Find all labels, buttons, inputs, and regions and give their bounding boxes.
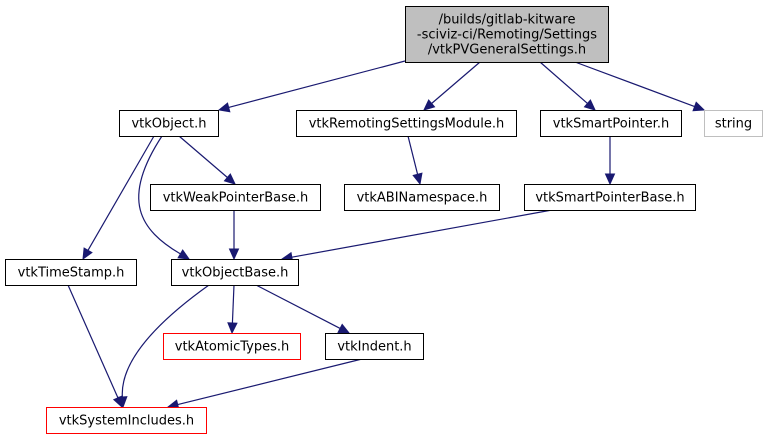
node-vtkSmartPointer[interactable]: vtkSmartPointer.h [540,110,682,137]
arrowhead [412,172,423,186]
arrowhead [177,249,191,260]
node-vtkWeakPointerBase[interactable]: vtkWeakPointerBase.h [150,184,321,211]
edge-line [407,135,419,175]
node-label: vtkTimeStamp.h [18,266,125,281]
node-string[interactable]: string [704,110,763,137]
edge-vtkObjectBase-to-vtkIndent [255,284,351,334]
node-vtkRemotingSettingsModule[interactable]: vtkRemotingSettingsModule.h [296,110,517,137]
arrowhead [604,173,616,186]
node-label: vtkRemotingSettingsModule.h [309,117,505,132]
node-box [540,110,682,137]
arrowhead [217,102,231,113]
node-vtkABINamespace[interactable]: vtkABINamespace.h [344,184,500,211]
edge-line [291,209,553,258]
edge-root-to-vtkObject [217,60,406,113]
node-box [171,259,299,286]
arrowhead [692,101,706,112]
node-box [344,184,500,211]
edge-root-to-vtkRemotingSettingsModule [423,61,481,111]
arrowhead [423,99,436,111]
node-box [46,407,207,434]
node-label: vtkIndent.h [337,340,411,355]
node-vtkSystemIncludes[interactable]: vtkSystemIncludes.h [46,407,207,434]
edge-line [228,60,406,109]
edge-line [539,61,588,104]
graph-nodes: /builds/gitlab-kitware-sciviz-ci/Remotin… [5,6,763,434]
node-vtkAtomicTypes[interactable]: vtkAtomicTypes.h [163,333,301,360]
node-box [524,184,696,211]
node-vtkIndent[interactable]: vtkIndent.h [325,333,424,360]
edge-root-to-string [574,61,706,112]
node-label: vtkAtomicTypes.h [175,340,289,355]
edge-line [177,358,363,406]
edge-line [178,135,228,178]
arrowhead [228,248,240,261]
edge-vtkObject-to-vtkObjectBase [138,135,191,260]
edge-line [255,284,341,329]
edge-vtkSmartPointer-to-vtkSmartPointerBase [604,136,616,186]
arrowhead [227,322,238,335]
arrowhead [337,323,351,334]
node-label: vtkSmartPointerBase.h [535,191,684,206]
arrowhead [583,99,596,111]
edge-line [231,284,235,324]
graph-edges [67,60,706,410]
node-label: vtkWeakPointerBase.h [163,191,309,206]
node-box [325,333,424,360]
edge-line [574,61,695,108]
node-label: -sciviz-ci/Remoting/Settings [417,28,597,43]
edge-vtkIndent-to-vtkSystemIncludes [166,358,363,410]
edge-vtkObject-to-vtkWeakPointerBase [178,135,236,185]
node-box [296,110,517,137]
node-label: vtkObjectBase.h [182,266,289,281]
edge-line [87,135,155,251]
node-box [704,110,763,137]
node-vtkObjectBase[interactable]: vtkObjectBase.h [171,259,299,286]
node-box [405,6,609,63]
edge-vtkObjectBase-to-vtkAtomicTypes [227,284,238,335]
node-vtkSmartPointerBase[interactable]: vtkSmartPointerBase.h [524,184,696,211]
arrowhead [223,173,236,185]
edge-vtkWeakPointerBase-to-vtkObjectBase [228,210,240,261]
node-box [119,110,219,137]
node-label: vtkSmartPointer.h [553,117,669,132]
edge-root-to-vtkSmartPointer [539,61,596,111]
edge-line [431,61,481,104]
edge-vtkTimeStamp-to-vtkSystemIncludes [67,284,123,409]
node-box [150,184,321,211]
node-box [163,333,301,360]
node-label: /builds/gitlab-kitware [439,13,576,28]
arrowhead [117,396,128,409]
edge-line [138,135,181,255]
edge-line [121,284,210,398]
edge-vtkSmartPointerBase-to-vtkObjectBase [280,209,553,263]
edge-vtkRemotingSettingsModule-to-vtkABINamespace [407,135,423,186]
node-label: vtkABINamespace.h [357,191,488,206]
edge-vtkObjectBase-to-vtkSystemIncludes [117,284,210,409]
node-label: vtkSystemIncludes.h [59,414,194,429]
node-box [5,259,137,286]
node-label: /vtkPVGeneralSettings.h [428,43,586,58]
edge-vtkObject-to-vtkTimeStamp [82,135,155,261]
arrowhead [82,247,93,261]
node-vtkObject[interactable]: vtkObject.h [119,110,219,137]
node-root[interactable]: /builds/gitlab-kitware-sciviz-ci/Remotin… [405,6,609,63]
node-vtkTimeStamp[interactable]: vtkTimeStamp.h [5,259,137,286]
edge-line [67,284,119,399]
node-label: string [715,117,752,132]
node-label: vtkObject.h [131,117,206,132]
